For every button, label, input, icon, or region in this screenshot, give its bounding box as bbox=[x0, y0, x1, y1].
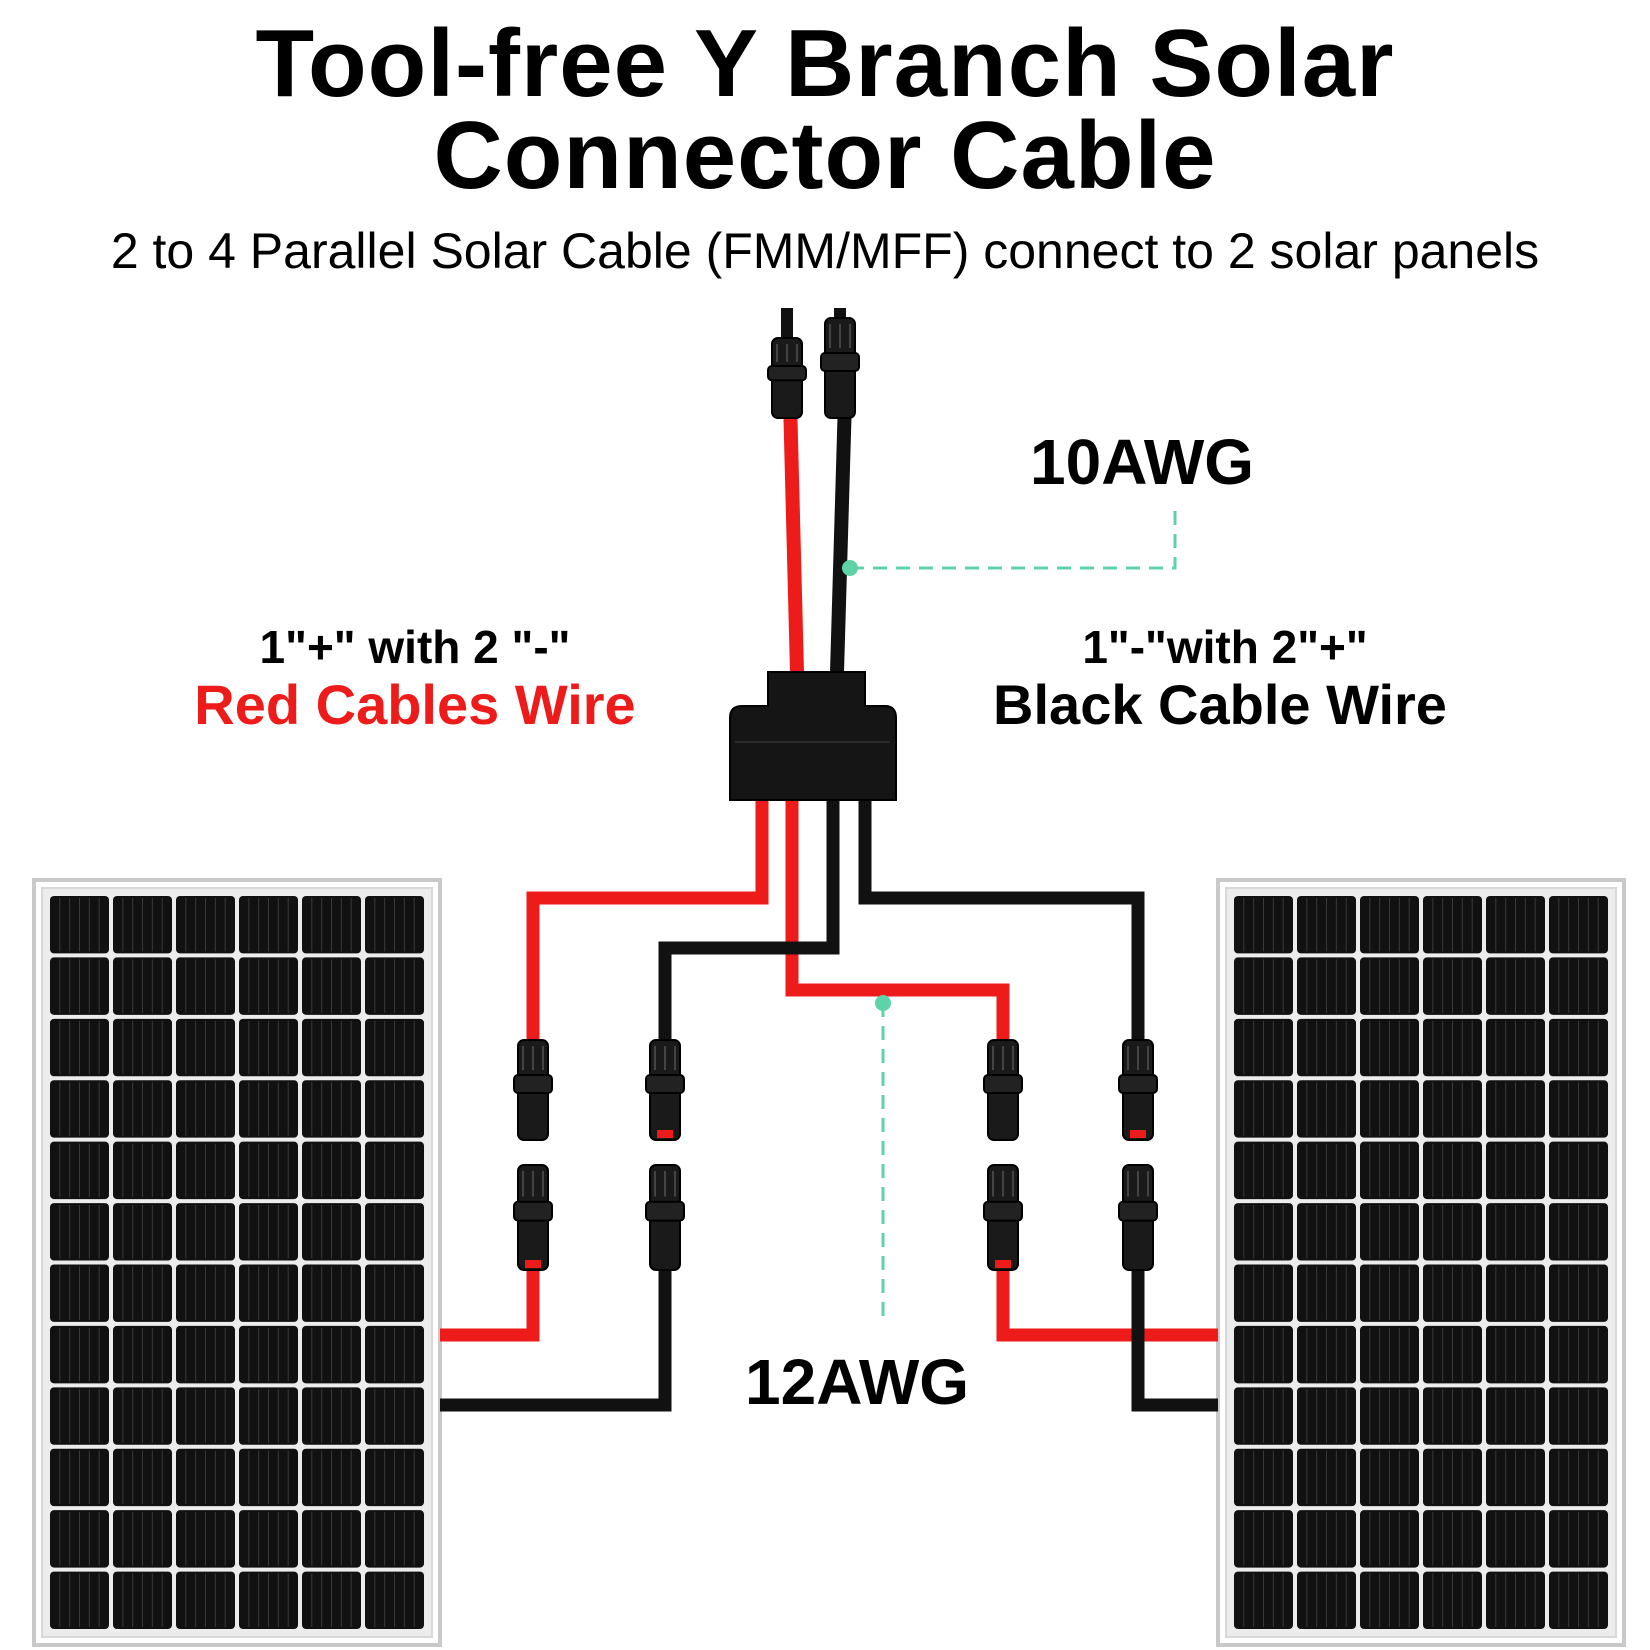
gauge-label-12awg: 12AWG bbox=[745, 1346, 970, 1418]
y-branch-hub bbox=[729, 671, 897, 801]
mc4-male-connector bbox=[513, 1164, 553, 1271]
input-red-wire bbox=[783, 399, 804, 673]
red-wire-label: Red Cables Wire bbox=[194, 673, 636, 736]
right-polarity-label: 1"-"with 2"+" bbox=[1082, 621, 1368, 673]
leader-dot-12awg bbox=[875, 995, 891, 1011]
leader-dot-10awg bbox=[842, 560, 858, 576]
red-branch-left bbox=[526, 800, 769, 1040]
leader-lines bbox=[850, 505, 1177, 1325]
black-wire-label: Black Cable Wire bbox=[993, 673, 1447, 736]
mc4-male-connector bbox=[983, 1164, 1023, 1271]
panel-lead-black-left bbox=[440, 1270, 672, 1412]
page-title-line1: Tool-free Y Branch Solar bbox=[255, 10, 1395, 117]
leader-10awg bbox=[850, 505, 1177, 570]
mc4-female-connector bbox=[767, 337, 807, 419]
mc4-connectors bbox=[513, 317, 1158, 1271]
panel-lead-red-right bbox=[996, 1270, 1218, 1342]
red-branch-right bbox=[785, 800, 1010, 1040]
panel-lead-red-left bbox=[440, 1270, 540, 1342]
solar-panel-right bbox=[1216, 878, 1626, 1647]
mc4-male-connector bbox=[645, 1039, 685, 1141]
panel-lead-black-right bbox=[1131, 1270, 1218, 1412]
mc4-male-connector bbox=[1118, 1039, 1158, 1141]
mc4-female-connector bbox=[513, 1039, 553, 1141]
mc4-female-connector bbox=[820, 317, 860, 419]
branch-wires bbox=[440, 800, 1218, 1412]
gauge-label-10awg: 10AWG bbox=[1030, 426, 1255, 498]
solar-panel-left bbox=[32, 878, 442, 1647]
mc4-female-connector bbox=[1118, 1164, 1158, 1271]
black-branch-left bbox=[658, 800, 840, 1040]
input-black-wire bbox=[830, 399, 852, 673]
mc4-female-connector bbox=[645, 1164, 685, 1271]
left-polarity-label: 1"+" with 2 "-" bbox=[259, 621, 571, 673]
mc4-female-connector bbox=[983, 1039, 1023, 1141]
page-title-line2: Connector Cable bbox=[433, 102, 1217, 209]
page-subtitle: 2 to 4 Parallel Solar Cable (FMM/MFF) co… bbox=[110, 223, 1540, 279]
black-branch-right bbox=[858, 800, 1145, 1040]
